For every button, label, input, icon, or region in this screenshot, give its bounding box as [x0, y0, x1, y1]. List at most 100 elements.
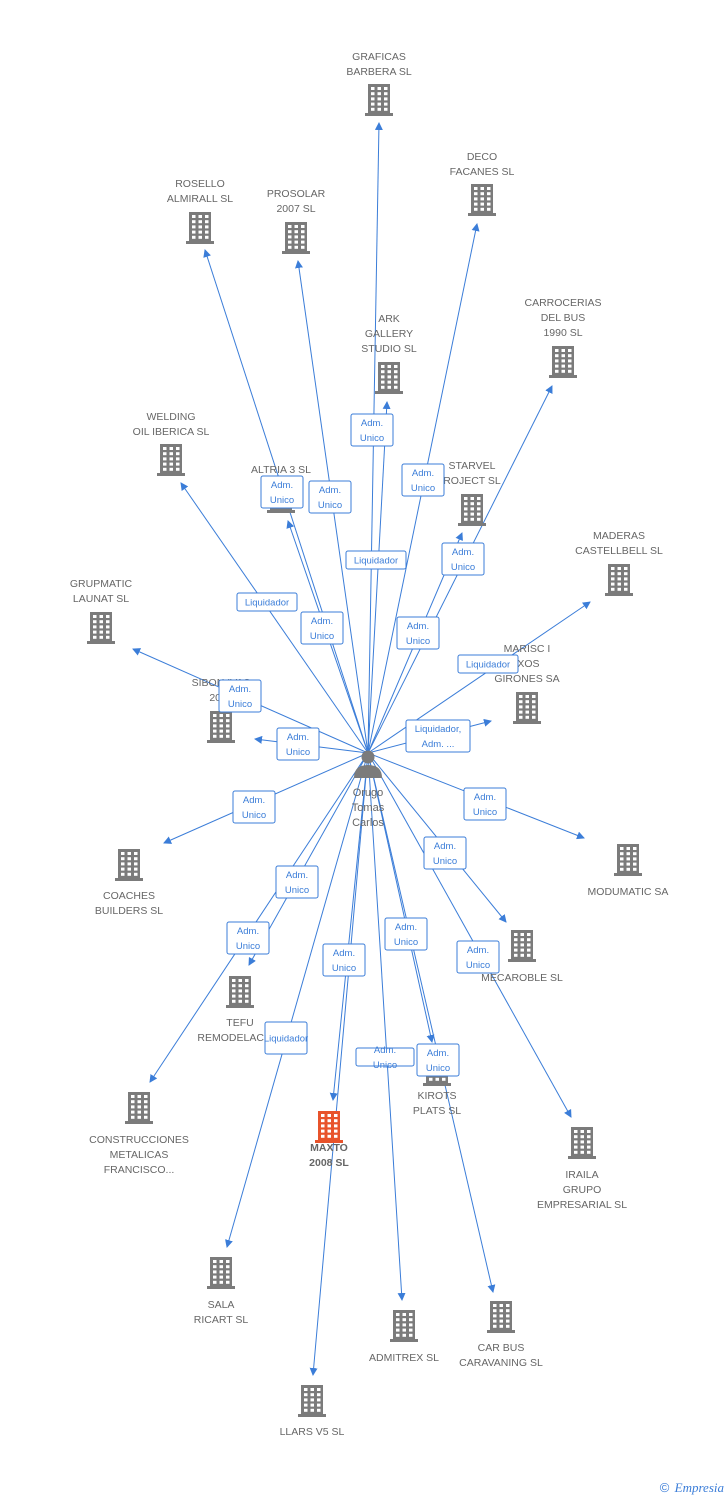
- role-badge-text: Adm.: [319, 485, 341, 496]
- role-badge-text: Adm.: [311, 616, 333, 627]
- company-name-line: MARISC I: [504, 643, 551, 655]
- company-name-line: BUILDERS SL: [95, 905, 163, 917]
- role-badge: Adm.Unico: [463, 787, 507, 821]
- building-icon: [282, 222, 310, 254]
- company-name-line: CAR BUS: [478, 1342, 525, 1354]
- company-name-line: 2008 SL: [309, 1157, 349, 1169]
- role-badge-text: Adm.: [374, 1045, 396, 1056]
- role-badge-text: Unico: [426, 1063, 450, 1074]
- company-node-modumatic[interactable]: MODUMATIC SA: [588, 844, 669, 898]
- role-badge-text: Adm.: [333, 948, 355, 959]
- company-node-prosolar-2007[interactable]: PROSOLAR 2007 SL: [267, 188, 326, 254]
- company-name-line: OIL IBERICA SL: [133, 426, 210, 438]
- role-badge: Adm.Unico: [416, 1043, 460, 1077]
- company-node-starvel-project[interactable]: STARVEL ROJECT SL: [443, 460, 501, 526]
- company-name-line: GIRONES SA: [494, 673, 559, 685]
- company-name-line: PROSOLAR: [267, 188, 326, 200]
- company-name-line: MODUMATIC SA: [588, 886, 669, 898]
- company-node-mecaroble[interactable]: MECAROBLE SL: [481, 930, 563, 984]
- company-name-line: KIROTS: [417, 1090, 456, 1102]
- role-badge-text: Liquidador: [264, 1034, 308, 1045]
- role-badge-text: Adm.: [395, 922, 417, 933]
- building-icon: [390, 1310, 418, 1342]
- company-name-line: ALMIRALL SL: [167, 193, 233, 205]
- company-name-line: GALLERY: [365, 328, 413, 340]
- company-name-line: IXOS: [514, 658, 539, 670]
- role-badge-text: Liquidador: [245, 598, 289, 609]
- building-icon: [157, 444, 185, 476]
- company-name-line: STARVEL: [449, 460, 496, 472]
- company-name-line: ROJECT SL: [443, 475, 501, 487]
- role-badge: Adm.Unico: [260, 475, 304, 509]
- role-badge-text: Adm.: [286, 870, 308, 881]
- company-node-admitrex[interactable]: ADMITREX SL: [369, 1310, 439, 1364]
- role-badge-text: Liquidador: [466, 660, 510, 671]
- role-badge-text: Unico: [473, 807, 497, 818]
- company-name-line: ARK: [378, 313, 400, 325]
- building-icon: [375, 362, 403, 394]
- role-badge-text: Unico: [318, 500, 342, 511]
- role-badge-text: Liquidador: [354, 556, 398, 567]
- edge-construcciones-metalicas: [149, 752, 369, 1083]
- role-badge-text: Unico: [242, 810, 266, 821]
- company-name-line: CONSTRUCCIONES: [89, 1134, 189, 1146]
- company-node-maxto-2008[interactable]: MAXTO 2008 SL: [309, 1111, 349, 1169]
- building-icon: [568, 1127, 596, 1159]
- edge-sala-ricart: [225, 752, 369, 1248]
- building-icon: [513, 692, 541, 724]
- building-icon: [315, 1111, 343, 1143]
- building-icon: [549, 346, 577, 378]
- company-name-line: 2007 SL: [276, 203, 315, 215]
- role-badge: Liquidador: [457, 654, 519, 674]
- company-name-line: MAXTO: [310, 1142, 348, 1154]
- company-node-construcciones-metalicas[interactable]: CONSTRUCCIONESMETALICASFRANCISCO...: [89, 1092, 189, 1176]
- edge-car-bus-caravaning: [367, 752, 496, 1293]
- role-badge-text: Unico: [236, 941, 260, 952]
- role-badge-text: Adm.: [407, 621, 429, 632]
- person-name-line: Tomas: [352, 802, 385, 814]
- company-node-graficas-barbera[interactable]: GRAFICAS BARBERA SL: [346, 51, 412, 116]
- role-badge-text: Unico: [373, 1060, 397, 1071]
- building-icon: [508, 930, 536, 962]
- company-node-mariscos-girones[interactable]: MARISC I IXOS GIRONES SA: [494, 643, 560, 724]
- company-name-line: EMPRESARIAL SL: [537, 1199, 627, 1211]
- edge-admitrex: [367, 752, 406, 1301]
- company-name-line: TEFU: [226, 1017, 253, 1029]
- role-badge-text: Adm.: [467, 945, 489, 956]
- company-node-ark-gallery[interactable]: ARK GALLERY STUDIO SL: [361, 313, 417, 394]
- role-badge-text: Unico: [286, 747, 310, 758]
- company-name-line: STUDIO SL: [361, 343, 417, 355]
- building-icon: [207, 1257, 235, 1289]
- footer-brand[interactable]: © Empresia: [660, 1480, 724, 1496]
- company-name-line: BARBERA SL: [346, 66, 412, 78]
- role-badge-text: Unico: [285, 885, 309, 896]
- company-name-line: SALA: [208, 1299, 235, 1311]
- role-badge-text: Adm.: [237, 926, 259, 937]
- company-name-line: GRAFICAS: [352, 51, 406, 63]
- role-badge: Adm. Unico: [226, 921, 270, 955]
- building-icon: [115, 849, 143, 881]
- edge-iraila-grupo: [367, 752, 572, 1118]
- role-badge-text: Unico: [360, 433, 384, 444]
- role-badge-text: Unico: [310, 631, 334, 642]
- role-badge-text: Adm.: [287, 732, 309, 743]
- company-node-llars-v5[interactable]: LLARS V5 SL: [280, 1385, 345, 1438]
- role-badge-text: Unico: [270, 495, 294, 506]
- company-name-line: DECO: [467, 151, 497, 163]
- company-name-line: MECAROBLE SL: [481, 972, 563, 984]
- role-badge-text: Adm.: [243, 795, 265, 806]
- company-name-line: LLARS V5 SL: [280, 1426, 345, 1438]
